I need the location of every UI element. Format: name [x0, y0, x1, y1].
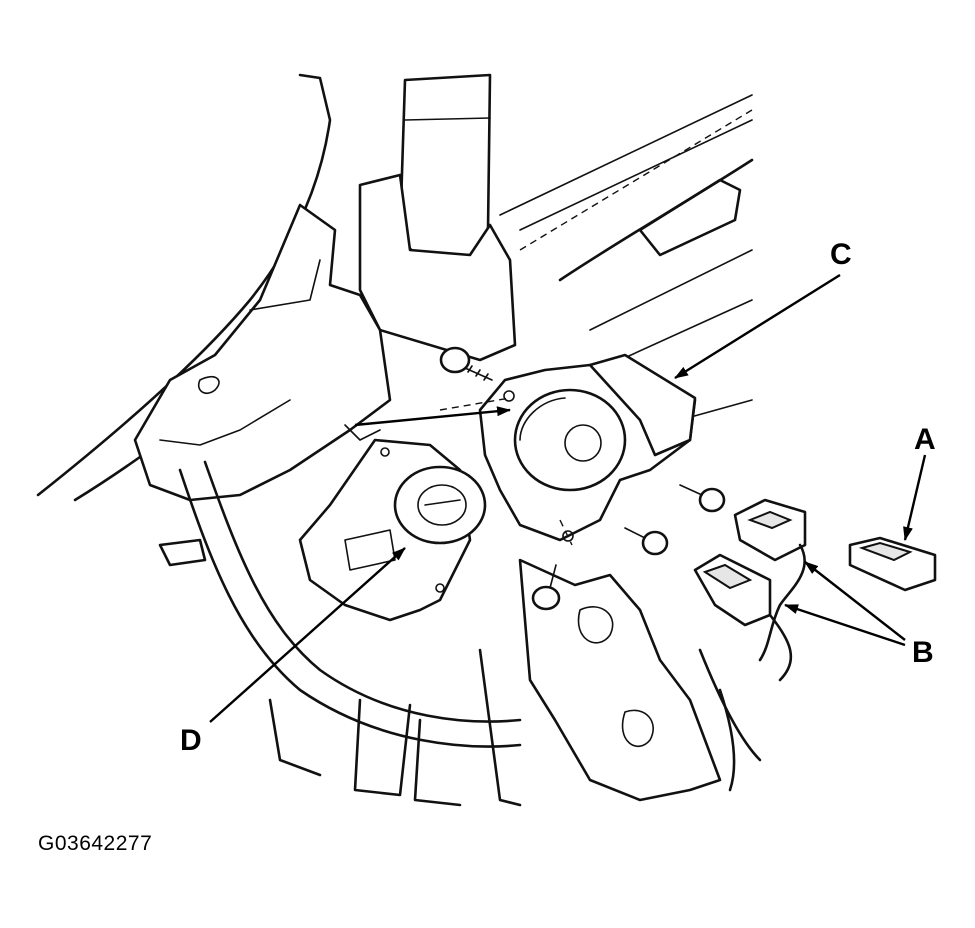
leader-c — [674, 273, 841, 380]
screw-right-2 — [624, 527, 669, 556]
column-bracket — [133, 203, 392, 502]
mounting-screws — [439, 346, 726, 611]
leader-install-path — [354, 406, 511, 427]
screw-right-1 — [679, 484, 726, 513]
connector-b-pair — [693, 498, 807, 682]
wire-harness — [158, 460, 522, 748]
leader-b-2 — [784, 603, 906, 647]
key-tag-a — [848, 536, 937, 592]
screw-bottom — [531, 564, 561, 611]
leader-b-1 — [804, 561, 906, 641]
ignition-switch-assembly — [439, 353, 697, 546]
leader-a — [903, 454, 927, 541]
callout-c-label: C — [830, 238, 852, 271]
callout-b-label: B — [912, 636, 934, 669]
callout-a-label: A — [914, 423, 936, 456]
figure-id-label: G03642277 — [38, 832, 153, 855]
dashboard-outline — [36, 73, 754, 502]
leader-d — [209, 547, 406, 723]
leader-lines — [209, 273, 927, 723]
steering-column-shaft — [358, 73, 517, 362]
screw-top — [439, 346, 493, 381]
callout-d-label: D — [180, 724, 202, 757]
lower-housing — [268, 558, 762, 807]
steering-lock-assembly — [298, 438, 487, 622]
